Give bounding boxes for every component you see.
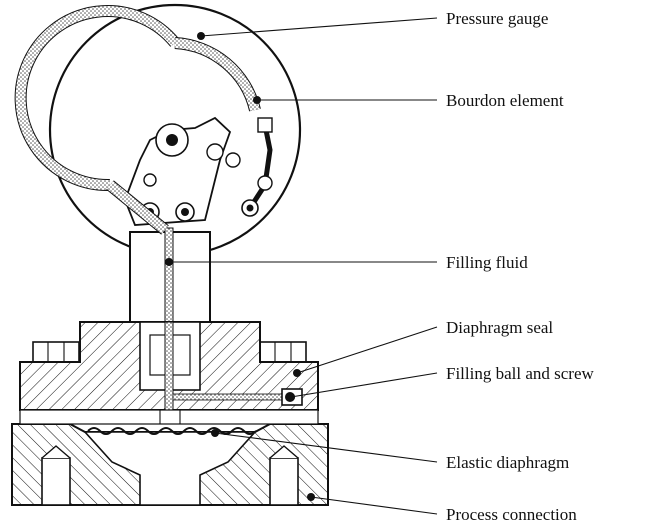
pressure-gauge-drawing [14,3,302,359]
label-pressure-gauge: Pressure gauge [446,9,548,28]
label-elastic-diaphragm: Elastic diaphragm [446,453,569,472]
label-bourdon-element: Bourdon element [446,91,564,110]
label-diaphragm-seal: Diaphragm seal [446,318,553,337]
leader-lines [165,17,438,515]
label-filling-fluid: Filling fluid [446,253,528,272]
label-process-connection: Process connection [446,505,577,523]
process-connection-drawing [11,409,329,506]
label-filling-ball-and-screw: Filling ball and screw [446,364,595,383]
diaphragm-seal-drawing [19,321,319,413]
